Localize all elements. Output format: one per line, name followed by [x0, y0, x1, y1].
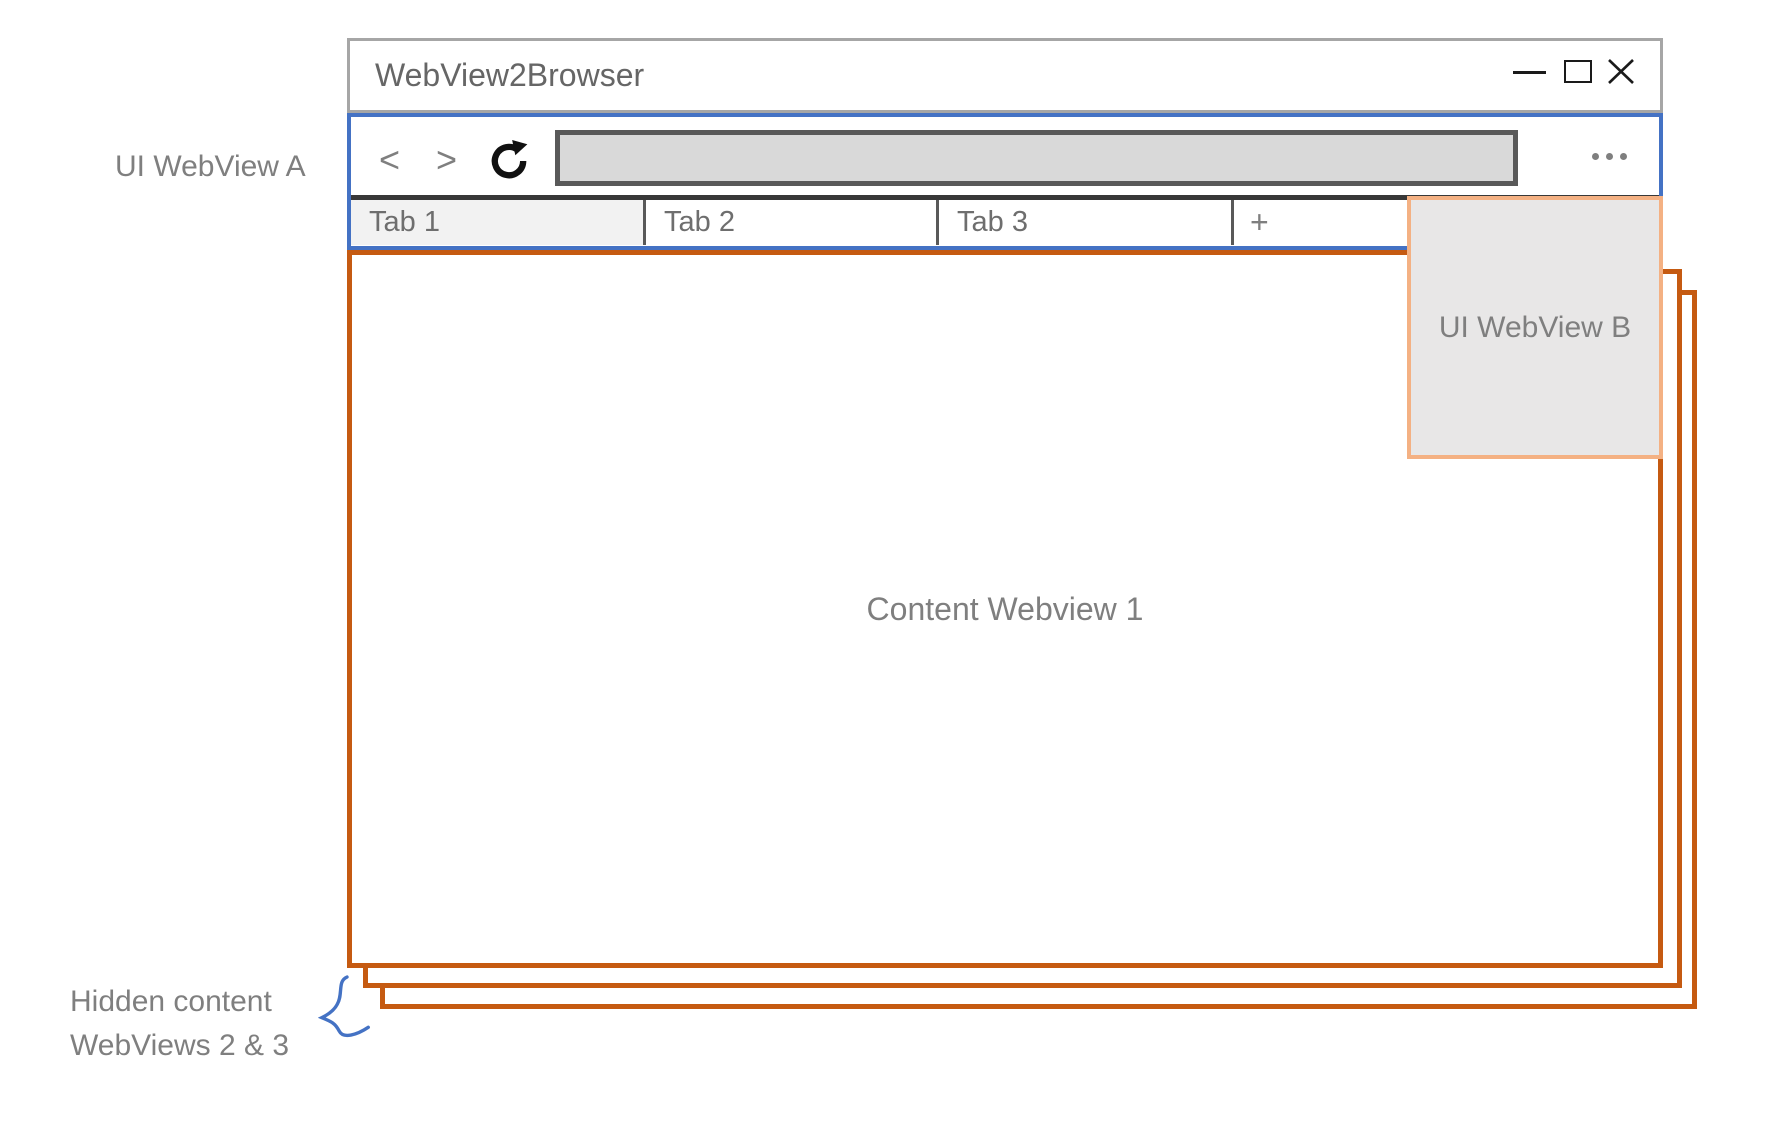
ui-webview-a-annotation: UI WebView A — [115, 150, 306, 183]
minimize-icon[interactable] — [1513, 71, 1546, 74]
more-menu-icon[interactable] — [1592, 153, 1627, 160]
window-title: WebView2Browser — [375, 57, 645, 93]
content-webview-1-label: Content Webview 1 — [866, 590, 1144, 627]
hidden-webviews-annotation: Hidden content WebViews 2 & 3 — [70, 980, 289, 1068]
close-icon[interactable] — [1606, 57, 1636, 91]
hidden-webviews-annotation-line1: Hidden content — [70, 985, 272, 1018]
ui-webview-b-label: UI WebView B — [1438, 310, 1632, 344]
tab-1[interactable]: Tab 1 — [351, 200, 643, 245]
tab-3[interactable]: Tab 3 — [939, 200, 1231, 245]
tab-bar: Tab 1 Tab 2 Tab 3 + — [351, 195, 1659, 245]
tab-separator — [1231, 200, 1234, 245]
brace-icon — [317, 972, 376, 1047]
tab-separator — [643, 200, 646, 245]
forward-button[interactable]: > — [436, 139, 458, 180]
address-bar[interactable] — [555, 130, 1518, 186]
tab-2[interactable]: Tab 2 — [646, 200, 936, 245]
tab-separator — [936, 200, 939, 245]
reload-icon[interactable] — [488, 139, 530, 181]
maximize-icon[interactable] — [1564, 60, 1592, 83]
back-button[interactable]: < — [379, 139, 401, 180]
ui-webview-b-frame: UI WebView B — [1407, 196, 1663, 459]
window-title-bar: WebView2Browser — [347, 38, 1663, 113]
hidden-webviews-annotation-line2: WebViews 2 & 3 — [70, 1029, 290, 1062]
